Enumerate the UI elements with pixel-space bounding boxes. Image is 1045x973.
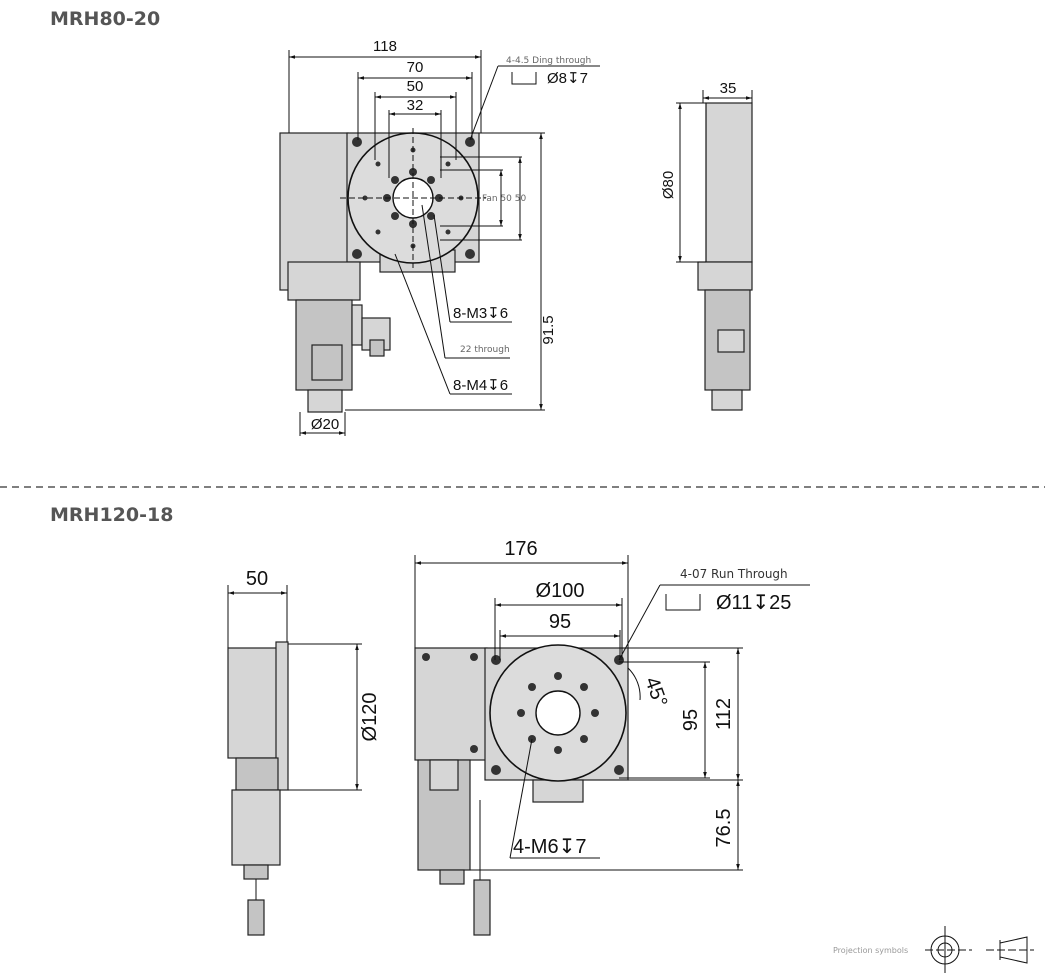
counterbore-note: 4-07 Run Through [680,567,788,581]
dim-50: 50 [407,78,424,95]
dim-80: Ø80 [660,171,677,199]
projection-symbols: Projection symbols [833,926,1034,973]
dim-95-vertical: 95 [680,709,702,731]
model-title-mrh120: MRH120-18 [50,504,174,526]
dim-118: 118 [373,38,397,55]
callout-m6: 4-M6↧7 [513,836,586,858]
dim-176: 176 [504,538,537,560]
pattern-note: Fan 50 50 [482,194,526,204]
projection-label: Projection symbols [833,946,908,955]
dim-100: Ø100 [536,580,585,602]
dim-76-5: 76.5 [713,809,735,848]
mrh120-front-view: 176 Ø100 95 45° 95 112 76.5 4-07 Run Thr… [414,538,810,936]
dim-50: 50 [246,568,268,590]
mrh80-side-view: 35 Ø80 [660,80,753,411]
dim-knob-20: Ø20 [311,416,339,433]
dim-32: 32 [407,97,424,114]
dim-91-5: 91.5 [540,315,557,344]
counterbore-spec: Ø8↧7 [547,70,588,87]
callout-m4: 8-M4↧6 [453,377,508,394]
model-title-mrh80: MRH80-20 [50,8,161,30]
angle-45: 45° [640,674,671,710]
counterbore-spec: Ø11↧25 [716,592,791,614]
dim-35: 35 [720,80,737,97]
dim-95-horizontal: 95 [549,611,571,633]
counterbore-note: 4-4.5 Ding through [506,56,591,66]
mrh80-front-view: 118 70 50 32 Fan 50 50 91.5 Ø20 4-4.5 Di… [279,38,600,436]
mrh120-side-view: 50 Ø120 [227,568,381,936]
dim-70: 70 [407,59,424,76]
callout-m3: 8-M3↧6 [453,305,508,322]
callout-through: 22 through [460,345,510,355]
dim-112: 112 [713,698,735,730]
dim-120: Ø120 [359,693,381,742]
